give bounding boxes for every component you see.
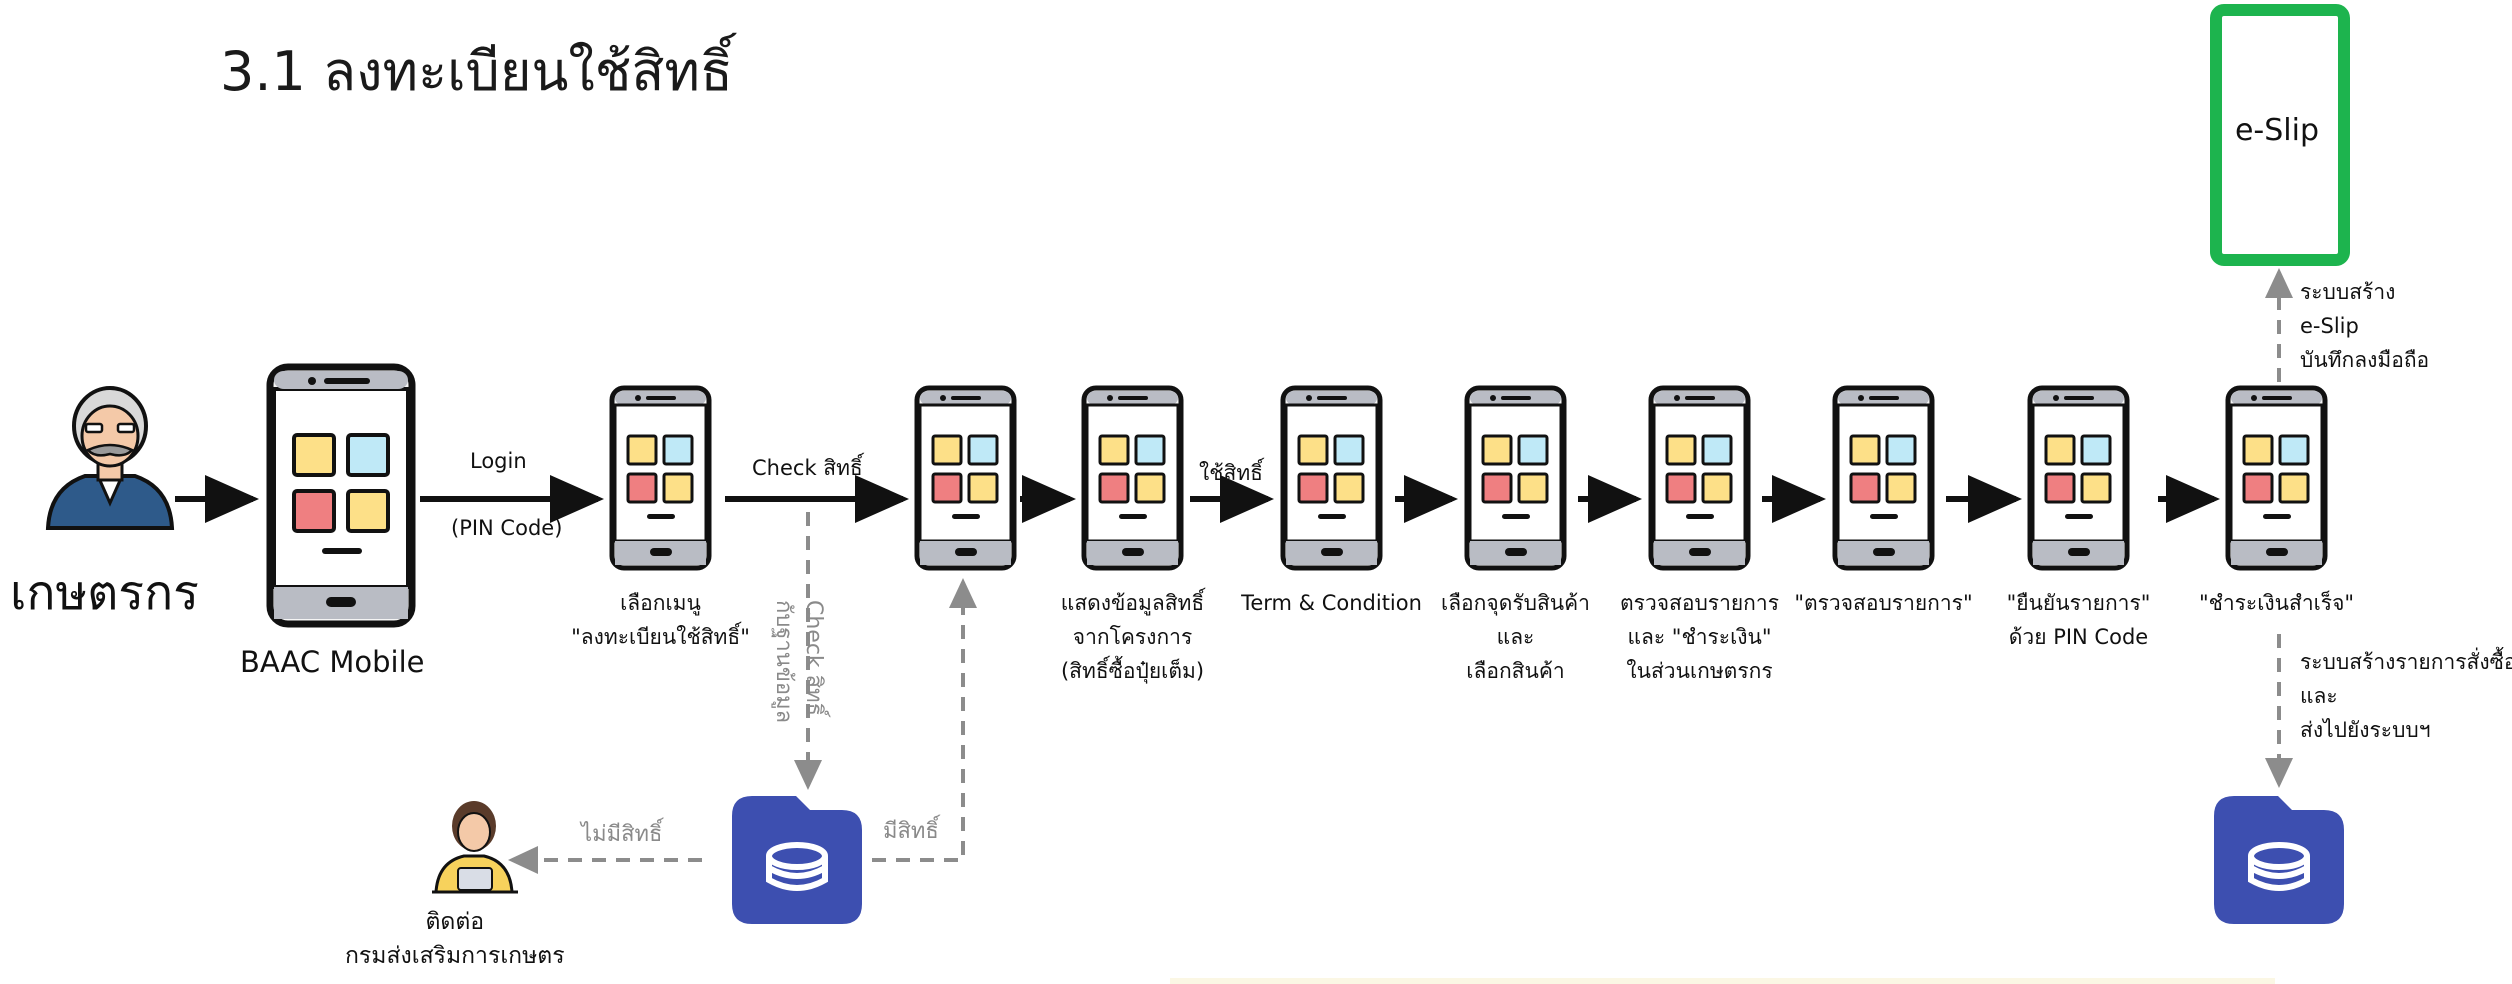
screen-label-confirm: "ยืนยันรายการ" ด้วย PIN Code — [1949, 586, 2209, 654]
screen-label-pickup: เลือกจุดรับสินค้าและเลือกสินค้า — [1386, 586, 1646, 688]
phone-screen-success — [2225, 385, 2328, 571]
e-slip-note: ระบบสร้าง e-Slip บันทึกลงมือถือ — [2300, 280, 2430, 372]
page-title: 3.1 ลงทะเบียนใช้สิทธิ์ — [220, 40, 733, 103]
screen-label-line: "ชำระเงินสำเร็จ" — [2198, 591, 2355, 615]
phone-screen-pickup — [1464, 385, 1567, 571]
pin-code-label: (PIN Code) — [451, 516, 563, 540]
baac-mobile-label: BAAC Mobile — [240, 645, 425, 679]
use-right-label: ใช้สิทธิ์ — [1199, 461, 1263, 485]
screen-label-review: "ตรวจสอบรายการ" — [1754, 586, 2014, 620]
screen-label-line: Term & Condition — [1241, 591, 1422, 615]
phone-screen-review — [1832, 385, 1935, 571]
database-icon — [2214, 796, 2344, 924]
screen-label-success: "ชำระเงินสำเร็จ" — [2147, 586, 2407, 620]
e-slip-frame — [2210, 4, 2350, 266]
phone-screen-check — [914, 385, 1017, 571]
screen-label-verify: ตรวจสอบรายการและ "ชำระเงิน" ในส่วนเกษตรกร — [1570, 586, 1830, 688]
phone-screen-info — [1081, 385, 1184, 571]
officer-avatar-icon — [432, 801, 518, 894]
screen-label-line: "ยืนยันรายการ" — [2006, 591, 2151, 615]
phone-screen-confirm — [2027, 385, 2130, 571]
screen-label-line: ตรวจสอบรายการ — [1620, 591, 1779, 615]
baac-mobile-phone-icon — [266, 363, 416, 628]
contact-label: ติดต่อ กรมส่งเสริมการเกษตร — [345, 909, 565, 969]
farmer-label: เกษตรกร — [10, 565, 199, 621]
screen-label-line: เลือกสินค้า — [1466, 659, 1565, 683]
screen-label-line: (สิทธิ์ซื้อปุ๋ยเต็ม) — [1060, 659, 1205, 683]
dashed-connectors — [508, 268, 2293, 874]
screen-label-line: ในส่วนเกษตรกร — [1626, 659, 1773, 683]
screen-label-info: แสดงข้อมูลสิทธิ์จากโครงการ (สิทธิ์ซื้อปุ๋… — [1003, 586, 1263, 688]
screen-label-line: ด้วย PIN Code — [2008, 625, 2149, 649]
screen-label-line: และ — [1496, 625, 1535, 649]
e-slip-label: e-Slip — [2234, 113, 2320, 148]
no-right-label: ไม่มีสิทธิ์ — [581, 822, 663, 847]
screen-label-terms: Term & Condition — [1202, 586, 1462, 620]
screen-label-line: แสดงข้อมูลสิทธิ์ — [1060, 591, 1205, 615]
order-note: ระบบสร้างรายการสั่งซื้อ และ ส่งไปยังระบบ… — [2300, 650, 2512, 742]
phone-screen-menu — [609, 385, 712, 571]
screen-label-line: "ตรวจสอบรายการ" — [1794, 591, 1973, 615]
screen-label-line: เลือกจุดรับสินค้า — [1441, 591, 1590, 615]
screen-label-line: "ลงทะเบียนใช้สิทธิ์" — [571, 625, 750, 649]
screen-label-line: และ "ชำระเงิน" — [1627, 625, 1772, 649]
farmer-avatar-icon — [45, 386, 175, 530]
phone-screen-terms — [1280, 385, 1383, 571]
screen-label-line: เลือกเมนู — [620, 591, 701, 615]
screen-label-menu: เลือกเมนู "ลงทะเบียนใช้สิทธิ์" — [531, 586, 791, 654]
has-right-label: มีสิทธิ์ — [883, 819, 939, 844]
login-label: Login — [470, 449, 527, 473]
database-icon — [732, 796, 862, 924]
phone-screen-verify — [1648, 385, 1751, 571]
check-right-label: Check สิทธิ์ — [752, 456, 863, 480]
footer-band — [1170, 978, 2275, 984]
screen-label-line: จากโครงการ — [1072, 625, 1193, 649]
